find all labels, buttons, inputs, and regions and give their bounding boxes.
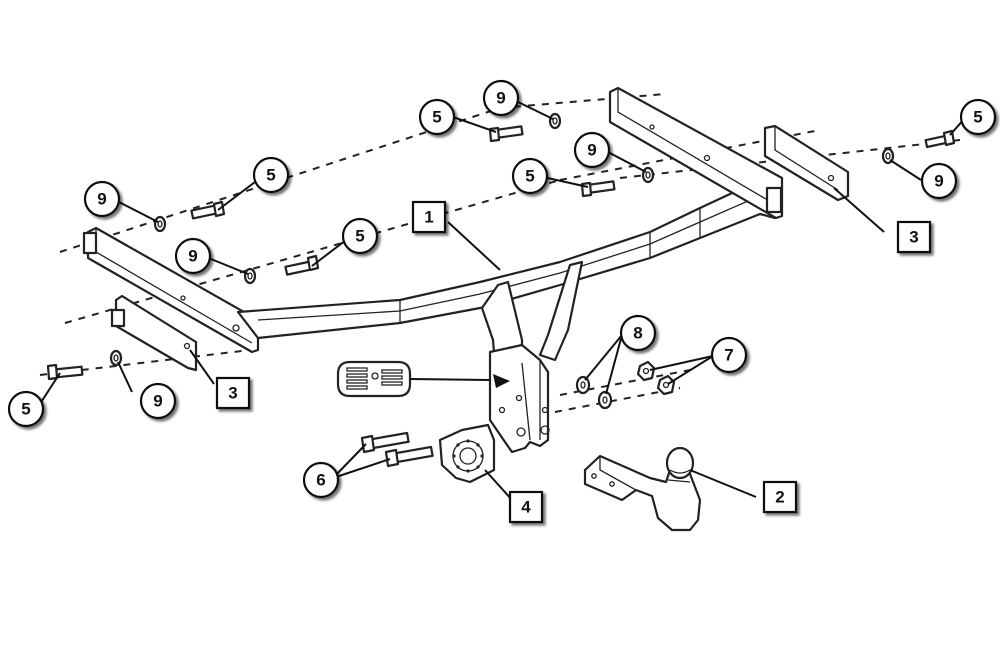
callout-2-label: 2 <box>775 488 784 507</box>
callout-9-c-label: 9 <box>153 392 162 411</box>
callout-5-e: 5 <box>511 157 549 195</box>
callout-9-a: 9 <box>83 180 121 218</box>
callout-4: 4 <box>508 490 544 524</box>
callout-5-f-label: 5 <box>973 108 982 127</box>
callout-4-label: 4 <box>521 498 531 517</box>
identification-plate-icon <box>336 360 412 398</box>
washer-icon <box>548 112 562 130</box>
callout-9-f-label: 9 <box>934 172 943 191</box>
bolt-icon <box>488 125 524 143</box>
washer-icon <box>109 349 123 367</box>
callout-9-e: 9 <box>573 131 611 169</box>
bolt-icon <box>384 445 434 468</box>
washer-icon <box>153 215 167 233</box>
nut-icon <box>656 374 676 396</box>
callout-9-c: 9 <box>139 382 177 420</box>
callout-1-label: 1 <box>424 208 433 227</box>
callout-3-right: 3 <box>896 220 932 254</box>
callout-6: 6 <box>302 461 340 499</box>
callout-7: 7 <box>710 336 748 374</box>
callout-2: 2 <box>762 480 798 514</box>
callouts: 1 2 3 3 4 5 5 5 5 5 5 6 <box>7 79 997 524</box>
bolt-icon <box>924 129 956 149</box>
callout-5-d: 5 <box>418 98 456 136</box>
callout-5-b: 5 <box>341 217 379 255</box>
callout-3-right-label: 3 <box>909 228 918 247</box>
callout-8: 8 <box>619 314 657 352</box>
callout-1: 1 <box>411 200 447 234</box>
callout-9-b: 9 <box>174 237 212 275</box>
callout-5-b-label: 5 <box>355 227 364 246</box>
bolt-icon <box>580 180 616 198</box>
bolt-icon <box>284 254 320 276</box>
side-bracket-left <box>110 294 198 372</box>
washers <box>109 112 895 367</box>
washer-icon <box>575 375 591 395</box>
washer-icon <box>243 267 257 285</box>
washer-icon <box>597 390 613 410</box>
long-bolts <box>360 431 434 468</box>
callout-9-e-label: 9 <box>587 141 596 160</box>
washers-8 <box>575 375 613 410</box>
callout-7-label: 7 <box>724 346 733 365</box>
callout-3-left: 3 <box>215 376 251 410</box>
callout-5-e-label: 5 <box>525 167 534 186</box>
callout-5-a: 5 <box>252 156 290 194</box>
leader-lines <box>35 99 966 501</box>
callout-6-label: 6 <box>316 471 325 490</box>
bolt-icon <box>190 200 226 220</box>
callout-3-left-label: 3 <box>228 384 237 403</box>
bolts <box>46 125 956 381</box>
nut-icon <box>636 360 656 382</box>
callout-9-d: 9 <box>482 79 520 117</box>
bolt-icon <box>360 431 410 454</box>
callout-5-a-label: 5 <box>266 166 275 185</box>
nuts-7 <box>636 360 676 396</box>
callout-5-c-label: 5 <box>21 400 30 419</box>
callout-9-a-label: 9 <box>97 190 106 209</box>
callout-5-d-label: 5 <box>432 108 441 127</box>
side-bracket-right <box>763 124 850 202</box>
tow-ball <box>583 446 702 532</box>
callout-9-f: 9 <box>920 162 958 200</box>
callout-9-b-label: 9 <box>188 247 197 266</box>
socket-plate <box>438 423 496 484</box>
main-crossbar <box>82 86 784 454</box>
callout-5-f: 5 <box>959 98 997 136</box>
callout-9-d-label: 9 <box>496 89 505 108</box>
callout-8-label: 8 <box>633 324 642 343</box>
bolt-icon <box>46 363 84 381</box>
callout-5-c: 5 <box>7 390 45 428</box>
